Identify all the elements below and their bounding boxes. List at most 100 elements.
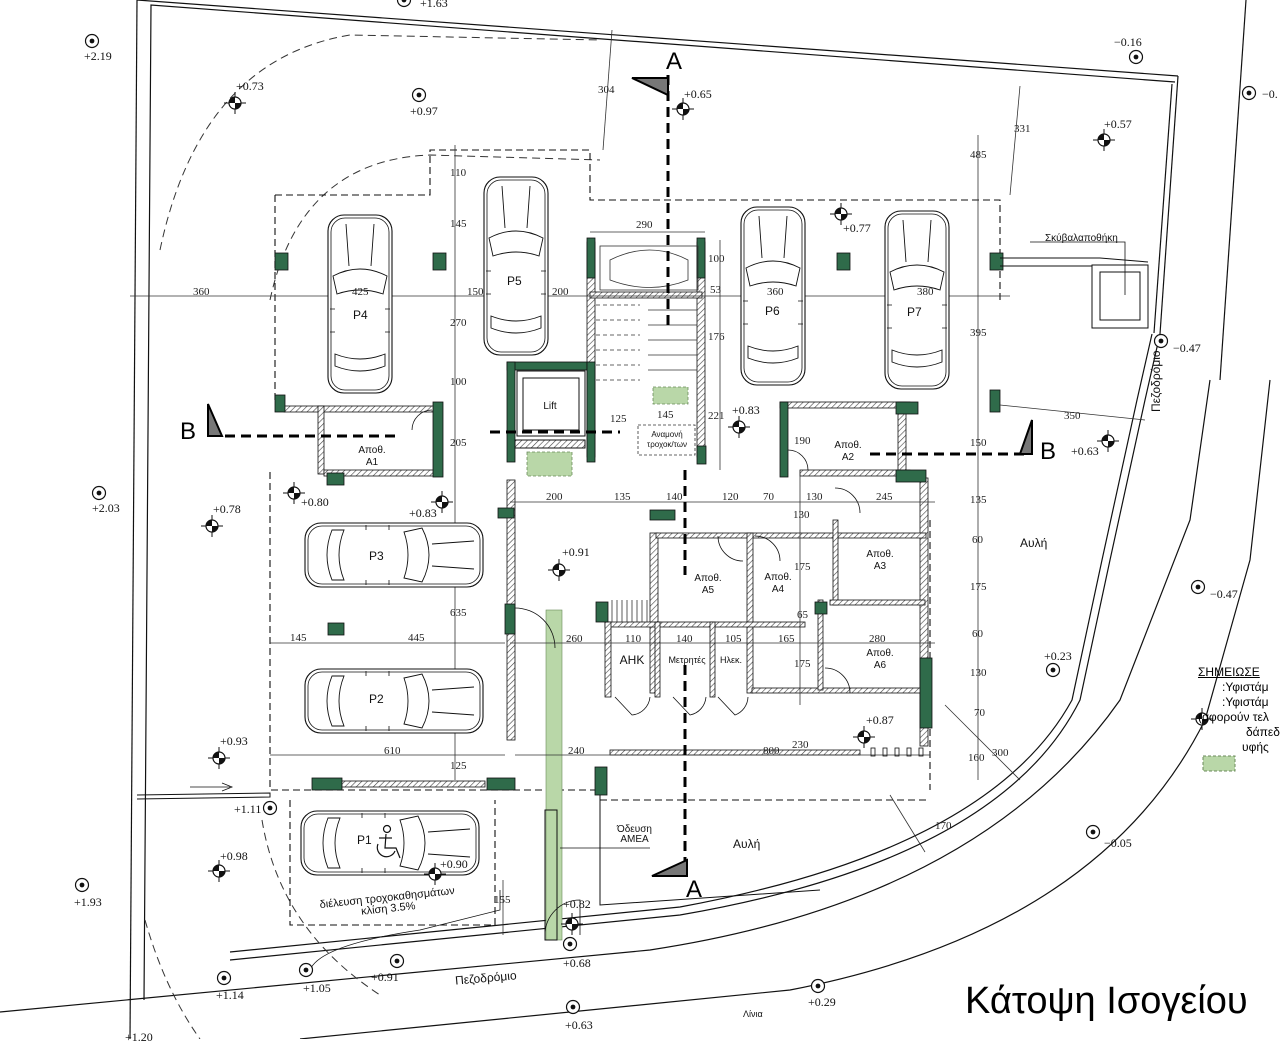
dimension-label: 425 [352, 286, 369, 298]
legend: ΣΗΜΕΙΩΣΕ :Υφιστάμ :Υφιστάμ (αφορούν τελ … [1198, 665, 1280, 755]
dimension-label: 125 [450, 760, 467, 772]
level-label: +0.98 [220, 849, 248, 863]
level-label: +0.29 [808, 995, 836, 1009]
dimension-label: 105 [725, 633, 742, 645]
level-label: +1.05 [303, 981, 331, 995]
level-label: −0.05 [1104, 836, 1132, 850]
dimension-label: 145 [290, 632, 307, 644]
dimension-label: 485 [970, 149, 987, 161]
parking-p3: P3 [369, 549, 384, 563]
wheelchair-icon [376, 824, 401, 859]
dimension-label: 60 [972, 628, 983, 640]
level-label: +0.77 [843, 221, 871, 235]
dimension-label: 200 [546, 491, 563, 503]
room-ahk: ΑΗΚ [619, 653, 645, 667]
level-label: +0.87 [866, 713, 894, 727]
level-label: +0.63 [1071, 444, 1099, 458]
dimension-label: 245 [876, 491, 893, 503]
dimension-label: 270 [450, 317, 467, 329]
level-label: −0.47 [1173, 341, 1201, 355]
level-label: +0.57 [1104, 117, 1132, 131]
dimension-label: 130 [793, 509, 810, 521]
level-label: +0.93 [220, 734, 248, 748]
section-b-right: B [1040, 438, 1057, 465]
dimension-label: 130 [806, 491, 823, 503]
dimension-label: 125 [610, 413, 627, 425]
level-label: +0.82 [563, 897, 591, 911]
lift-shaft [514, 370, 586, 449]
legend-green-floor: δάπεδ [1246, 725, 1280, 739]
dimension-label: 230 [792, 739, 809, 751]
car-p5 [483, 176, 549, 356]
parking-p1: P1 [357, 833, 372, 847]
dimension-label: 150 [467, 286, 484, 298]
dimension-label: 110 [450, 167, 467, 179]
dimension-label: 260 [566, 633, 583, 645]
dimension-label: 205 [450, 437, 467, 449]
dimension-label: 176 [708, 331, 725, 343]
yard-east-label: Αυλή [1020, 536, 1048, 550]
level-label: +1.14 [216, 988, 244, 1002]
dimension-label: 360 [767, 286, 784, 298]
dimension-label: 331 [1014, 123, 1031, 135]
dimension-label: 160 [968, 752, 985, 764]
room-meters: Μετρητές [668, 655, 706, 665]
parking-p2: P2 [369, 692, 384, 706]
level-label: +0.65 [684, 87, 712, 101]
kerb-label: Λίνια [743, 1009, 763, 1019]
dimension-label: 135 [970, 494, 987, 506]
dimension-label: 70 [974, 707, 985, 719]
dimension-label: 200 [552, 286, 569, 298]
level-label: +2.19 [84, 49, 112, 63]
level-label: +0.73 [236, 79, 264, 93]
level-label: −0. [1262, 87, 1278, 101]
dimension-label: 70 [763, 491, 774, 503]
level-label: +0.91 [371, 970, 399, 984]
dimension-label: 175 [794, 561, 811, 573]
level-label: +0.68 [563, 956, 591, 970]
dimension-label: 240 [568, 745, 585, 757]
dimension-label: 100 [708, 253, 725, 265]
section-b-left: B [180, 418, 197, 445]
dimension-label: 135 [614, 491, 631, 503]
dimension-label: 130 [970, 667, 987, 679]
dimension-label: 65 [797, 609, 808, 621]
legend-green-floor-2: υφής [1242, 740, 1269, 754]
dimension-label: 53 [710, 284, 721, 296]
level-label: −0.47 [1210, 587, 1238, 601]
room-a5: Αποθ.A5 [694, 573, 722, 596]
level-label: +0.97 [410, 104, 438, 118]
section-a-top: A [666, 48, 683, 75]
parking-p7: P7 [907, 305, 922, 319]
dimension-label: 110 [625, 633, 642, 645]
room-a4: Αποθ.A4 [764, 572, 792, 595]
dimension-label: 165 [778, 633, 795, 645]
level-label: +0.80 [301, 495, 329, 509]
dimension-label: 170 [935, 820, 952, 832]
legend-note: (αφορούν τελ [1198, 710, 1269, 724]
dimension-label: 635 [450, 607, 467, 619]
car-p7 [884, 210, 950, 390]
dimension-label: 175 [970, 581, 987, 593]
level-label: +1.11 [234, 802, 262, 816]
room-a2: Αποθ.A2 [834, 440, 862, 463]
level-label: +2.03 [92, 501, 120, 515]
dimension-label: 290 [636, 219, 653, 231]
legend-proposed-level: :Υφιστάμ [1222, 695, 1269, 709]
car-p2 [304, 668, 484, 734]
dimension-label: 395 [970, 327, 987, 339]
dimension-label: 350 [1064, 410, 1081, 422]
dimension-label: 145 [657, 409, 674, 421]
legend-existing-level: :Υφιστάμ [1222, 680, 1269, 694]
level-label: +0.83 [409, 506, 437, 520]
dimension-label: 360 [193, 286, 210, 298]
refuse-store-label: Σκύβαλαποθήκη [1045, 233, 1118, 244]
car-p3 [304, 522, 484, 588]
dimension-label: 145 [450, 218, 467, 230]
yard-south-label: Αυλή [733, 837, 761, 851]
dimension-label: 60 [972, 534, 983, 546]
dimension-label: 445 [408, 632, 425, 644]
